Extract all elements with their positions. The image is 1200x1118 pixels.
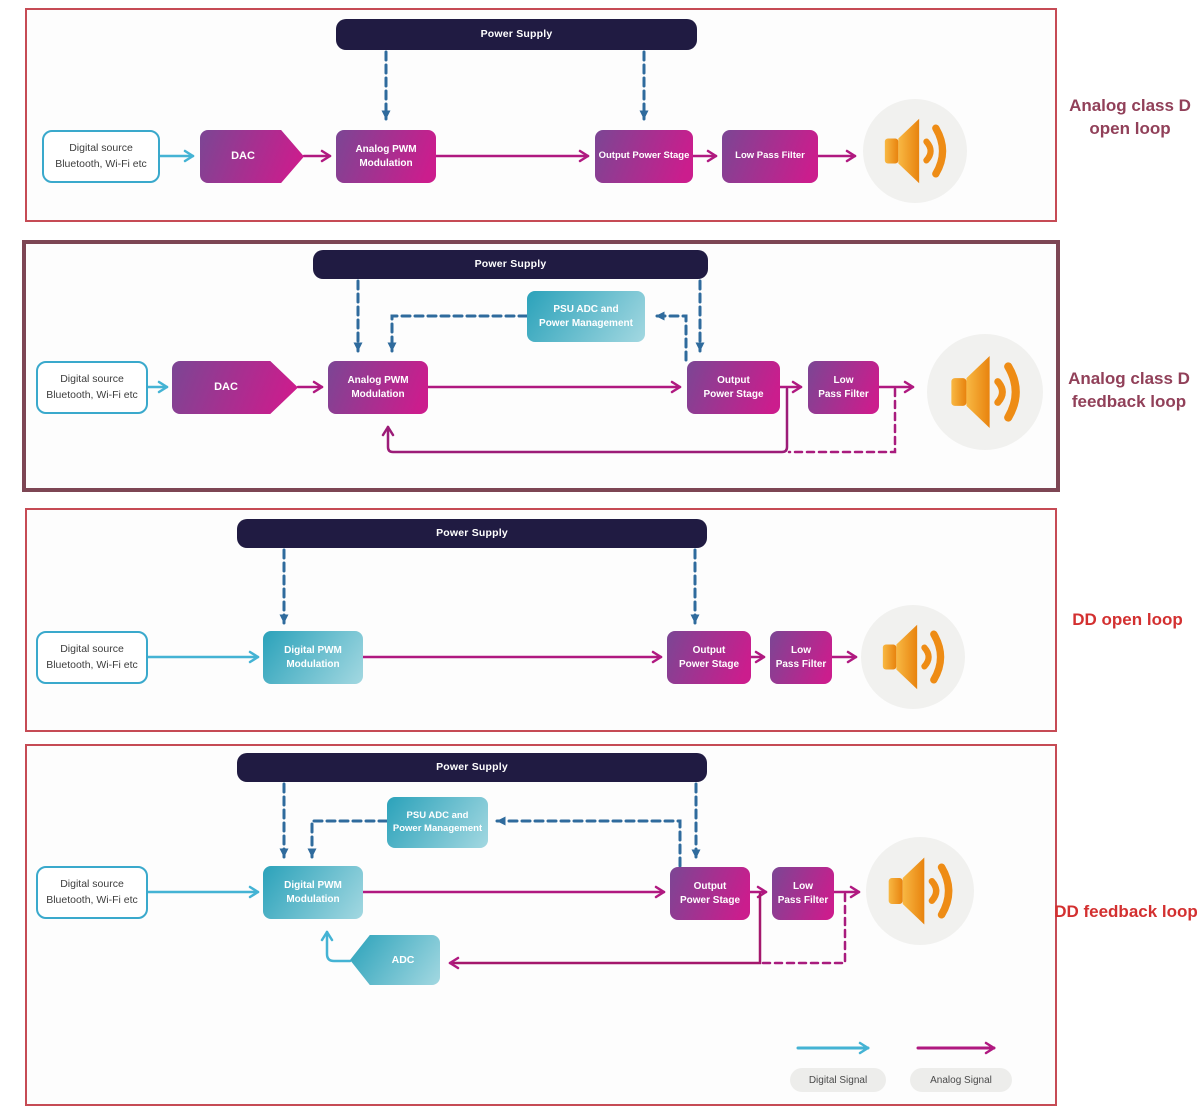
power-supply-block: Power Supply xyxy=(313,250,708,279)
speaker-icon xyxy=(927,334,1043,450)
speaker-icon xyxy=(863,99,967,203)
analog-pwm-modulation-block: Analog PWM Modulation xyxy=(328,361,428,414)
speaker-icon xyxy=(861,605,965,709)
legend-digital-signal: Digital Signal xyxy=(790,1068,886,1092)
output-power-stage-block: Output Power Stage xyxy=(687,361,780,414)
digital-pwm-modulation-block: Digital PWM Modulation xyxy=(263,631,363,684)
low-pass-filter-block: Low Pass Filter xyxy=(722,130,818,183)
low-pass-filter-block: Low Pass Filter xyxy=(772,867,834,920)
digital-source-box: Digital source Bluetooth, Wi-Fi etc xyxy=(36,361,148,414)
psu-adc-power-management-block: PSU ADC and Power Management xyxy=(387,797,488,848)
panel-label-dd-open: DD open loop xyxy=(1072,610,1183,629)
digital-source-box: Digital source Bluetooth, Wi-Fi etc xyxy=(36,866,148,919)
dac-block: DAC xyxy=(200,130,304,183)
dac-block: DAC xyxy=(172,361,298,414)
legend-analog-signal: Analog Signal xyxy=(910,1068,1012,1092)
power-supply-block: Power Supply xyxy=(237,519,707,548)
output-power-stage-block: Output Power Stage xyxy=(667,631,751,684)
arrows-panel-dd-feedback xyxy=(146,782,861,970)
power-supply-block: Power Supply xyxy=(336,19,697,50)
panel-label-dd-feedback: DD feedback loop xyxy=(1054,902,1198,921)
power-supply-block: Power Supply xyxy=(237,753,707,782)
low-pass-filter-block: Low Pass Filter xyxy=(808,361,879,414)
low-pass-filter-block: Low Pass Filter xyxy=(770,631,832,684)
output-power-stage-block: Output Power Stage xyxy=(670,867,750,920)
speaker-icon xyxy=(866,837,974,945)
output-power-stage-block: Output Power Stage xyxy=(595,130,693,183)
adc-block: ADC xyxy=(350,935,440,985)
psu-adc-power-management-block: PSU ADC and Power Management xyxy=(527,291,645,342)
digital-source-box: Digital source Bluetooth, Wi-Fi etc xyxy=(36,631,148,684)
analog-pwm-modulation-block: Analog PWM Modulation xyxy=(336,130,436,183)
digital-source-box: Digital source Bluetooth, Wi-Fi etc xyxy=(42,130,160,183)
digital-pwm-modulation-block: Digital PWM Modulation xyxy=(263,866,363,919)
panel-label-analog-feedback: Analog class D feedback loop xyxy=(1068,369,1190,411)
panel-label-analog-open: Analog class D open loop xyxy=(1069,96,1191,138)
arrows-panel-dd-open xyxy=(146,548,858,664)
arrows-panel-analog-open xyxy=(158,50,857,163)
arrows-panel-analog-feedback xyxy=(146,279,915,454)
